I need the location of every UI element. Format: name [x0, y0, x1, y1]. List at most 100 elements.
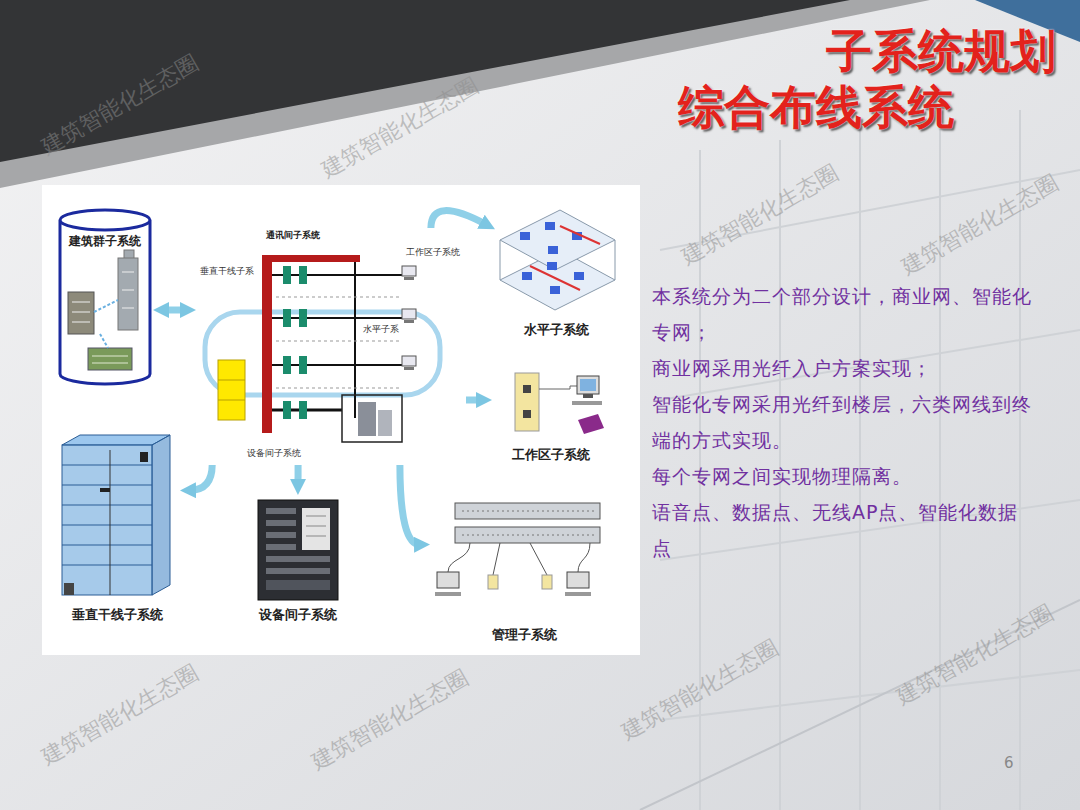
region-heading: 通讯间子系统 [266, 230, 320, 241]
horizontal-floor-icons [500, 210, 615, 270]
telecom-room-schematic [218, 400, 245, 401]
building-group-icons [122, 272, 134, 273]
work-area-icons [583, 394, 593, 398]
management-icons [435, 503, 600, 596]
building-group-icons [68, 292, 94, 334]
cylinder-outline [60, 210, 150, 384]
flow-arrow [190, 465, 212, 490]
subsystem-figure: 工作区子系统 [490, 365, 612, 465]
watermark: 建筑智能化生态圈 [677, 160, 842, 271]
telecom-room-schematic [283, 401, 291, 419]
telecom-room-schematic [283, 356, 291, 374]
management-icons [435, 592, 461, 596]
riser-building-icon [62, 545, 152, 546]
flow-arrow [431, 211, 486, 228]
telecom-room-schematic [218, 360, 245, 420]
building-group-icons [72, 322, 90, 323]
telecom-room-schematic [272, 364, 402, 366]
equipment-rack-icon [266, 532, 296, 538]
telecom-room-schematic [342, 395, 402, 442]
horizontal-floor-icons [615, 240, 616, 280]
work-area-icons [578, 414, 604, 434]
subsystem-figure: 水平子系统 [495, 205, 617, 340]
work-area-icons [523, 410, 531, 418]
watermark: 建筑智能化生态圈 [617, 635, 782, 746]
watermark: 建筑智能化生态圈 [37, 660, 202, 771]
slide-title: 子系统规划 [826, 24, 1056, 78]
body-paragraph: 智能化专网采用光纤到楼层，六类网线到终端的方式实现。 [652, 386, 1036, 458]
horizontal-floor-icons [500, 210, 615, 310]
horizontal-floor-icons [547, 262, 557, 270]
horizontal-floor-icons [520, 232, 530, 240]
watermark: 建筑智能化生态圈 [307, 665, 472, 776]
work-area-icons [577, 376, 599, 394]
telecom-room-schematic [402, 309, 416, 319]
horizontal-floor-icons [545, 222, 555, 230]
subsystem-caption: 垂直干线子系统 [72, 607, 163, 623]
schematic-label: 设备间子系统 [246, 448, 302, 459]
telecom-room-schematic [262, 255, 360, 262]
equipment-rack-icon [266, 544, 296, 550]
watermark: 建筑智能化生态圈 [317, 73, 482, 184]
building-group-icons [118, 258, 138, 330]
body-paragraph: 每个专网之间实现物理隔离。 [652, 458, 1036, 494]
management-icons [488, 575, 498, 589]
building-group-icons [92, 363, 128, 364]
equipment-rack-icon [266, 520, 296, 526]
management-icons [462, 535, 594, 536]
subsystem-caption: 设备间子系统 [259, 607, 337, 623]
horizontal-floor-icons [500, 240, 501, 280]
equipment-rack-icon [258, 500, 338, 600]
work-area-icons [515, 373, 539, 431]
work-area-icons [539, 386, 577, 389]
building-group-icons [72, 312, 90, 313]
telecom-room-schematic [299, 309, 307, 327]
riser-building-icon [64, 583, 74, 595]
body-paragraph: 语音点、数据点、无线AP点、智能化数据点 [652, 494, 1036, 566]
telecom-room-schematic [283, 266, 291, 284]
schematic-label: 水平子系 [362, 324, 400, 335]
telecom-room-schematic [276, 388, 400, 389]
equipment-rack-icon [258, 500, 338, 600]
content-panel [42, 185, 640, 655]
riser-building-icon [62, 445, 152, 595]
telecom-room-schematic [299, 266, 307, 284]
management-icons [462, 511, 594, 512]
work-area-icons [523, 385, 531, 393]
campus-cylinder: 建筑群子系统 [57, 208, 153, 388]
watermark: 建筑智能化生态圈 [892, 600, 1057, 711]
telecom-room-schematic [299, 401, 307, 419]
subsystem-caption: 工作区子系统 [512, 447, 590, 463]
flow-arrow [400, 465, 420, 545]
building-group-icons [92, 356, 128, 357]
watermark: 建筑智能化生态圈 [897, 170, 1062, 281]
subsystem-caption: 水平子系统 [524, 322, 589, 338]
equipment-rack-icon [266, 580, 330, 590]
building-group-icons [88, 348, 132, 370]
telecom-room-schematic [404, 320, 414, 323]
page-number: 6 [1004, 754, 1014, 772]
building-photo [640, 110, 1080, 810]
telecom-room-schematic [299, 356, 307, 374]
telecom-room-schematic [378, 410, 392, 436]
management-icons [448, 543, 590, 575]
riser-building-icon [100, 488, 110, 492]
equipment-rack-icon [306, 516, 326, 517]
work-area-icons [580, 379, 596, 391]
telecom-room-schematic [218, 380, 245, 381]
riser-building-icon [140, 452, 148, 462]
body-paragraph: 本系统分为二个部分设计，商业网、智能化专网； [652, 278, 1036, 350]
horizontal-floor-icons [574, 272, 584, 280]
management-icons [542, 575, 552, 589]
building-group-icons [122, 290, 134, 291]
telecom-room-schematic [402, 266, 416, 276]
riser-building-icon [152, 435, 170, 595]
management-icons [567, 572, 589, 588]
work-area-icons [515, 373, 604, 434]
telecom-room-schematic [262, 255, 272, 433]
telecom-room-schematic [404, 367, 414, 370]
subsystem-figure: 管理子系统 [430, 495, 618, 645]
telecom-room-schematic [358, 402, 376, 436]
building-group-icons [72, 302, 90, 303]
